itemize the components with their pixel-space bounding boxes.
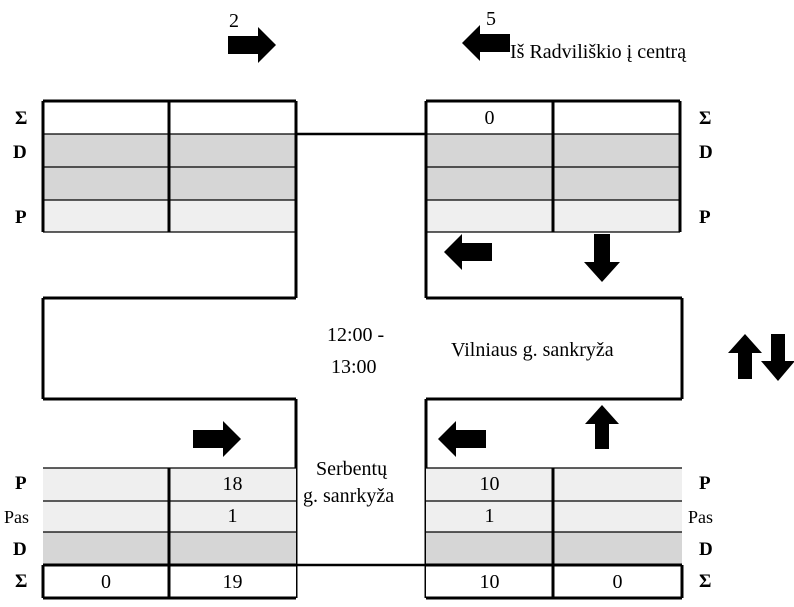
row-label-pas: Pas [4,507,30,527]
arrow-label-2: 2 [229,10,239,32]
arrow-left-icon [438,421,486,457]
row-label-pas: Pas [688,507,714,527]
row-label-p: P [699,473,711,494]
row-label-sum: Σ [15,108,28,129]
table-cell: 0 [101,571,111,593]
table-bottom-right [426,467,684,600]
row-label-sum: Σ [15,571,28,592]
diagram-title: Iš Radviliškio į centrą [510,41,687,63]
row-label-d: D [13,142,27,163]
table-cell: 18 [222,473,243,495]
time-line-2: 13:00 [331,356,377,378]
table-top-left [41,99,298,298]
table-cell: 1 [227,505,238,527]
table-cell: 10 [479,571,500,593]
arrow-left-icon [444,234,492,270]
vilniaus-intersection-label: Vilniaus g. sankryža [451,339,614,361]
row-label-d: D [699,142,713,163]
row-label-p: P [699,207,711,228]
table-cell: 1 [484,505,495,527]
time-line-1: 12:00 - [327,324,385,346]
table-bottom-left [41,467,296,600]
row-label-d: D [13,539,27,560]
arrow-left-icon [462,25,510,61]
arrow-down-icon [584,234,620,282]
table-cell: 19 [222,571,243,593]
row-label-sum: Σ [699,571,712,592]
table-top-right [424,99,682,298]
row-label-d: D [699,539,713,560]
arrow-up-icon [585,405,619,449]
arrow-down-icon [761,334,794,381]
row-label-p: P [15,473,27,494]
row-label-sum: Σ [699,108,712,129]
arrow-up-icon [728,334,762,379]
serbentu-line-2: g. sanrkyža [303,485,395,507]
arrow-right-icon [228,27,276,63]
serbentu-line-1: Serbentų [316,458,388,480]
arrow-right-icon [193,421,241,457]
row-label-p: P [15,207,27,228]
arrow-label-5: 5 [486,8,496,30]
table-cell: 0 [484,107,495,129]
table-cell: 10 [479,473,500,495]
table-cell: 0 [612,571,623,593]
